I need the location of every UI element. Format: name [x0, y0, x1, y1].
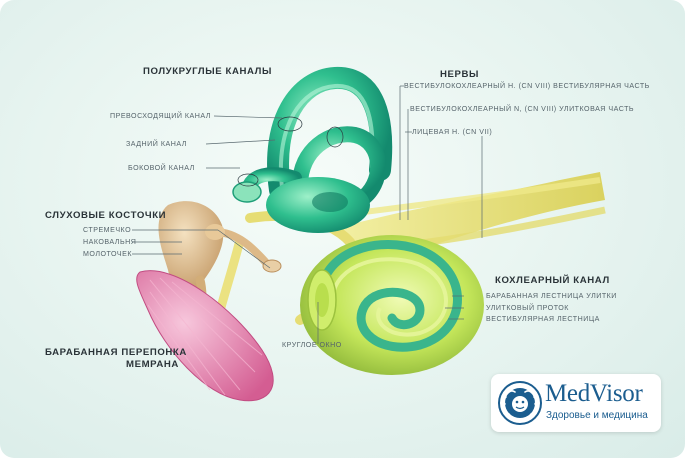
semicircular-canals-title: ПОЛУКРУГЛЫЕ КАНАЛЫ [143, 66, 272, 77]
brand-tagline: Здоровье и медицина [546, 410, 648, 421]
incus-label: НАКОВАЛЬНЯ [83, 238, 137, 246]
nerve-strand [339, 177, 601, 218]
medusa-emblem-icon [498, 381, 542, 425]
scala-vestibuli-label: ВЕСТИБУЛЯРНАЯ ЛЕСТНИЦА [486, 315, 600, 323]
posterior-canal-label: ЗАДНИЙ КАНАЛ [126, 140, 187, 148]
leader-lines [132, 85, 483, 344]
nerves-title: НЕРВЫ [440, 69, 480, 80]
cochlear-canal-title: КОХЛЕАРНЫЙ КАНАЛ [495, 275, 610, 286]
semicircular-canals-shape [232, 67, 393, 233]
lateral-canal-label: БОКОВОЙ КАНАЛ [128, 164, 195, 172]
cochlea-shape [300, 235, 484, 375]
cochlear-duct-label: УЛИТКОВЫЙ ПРОТОК [486, 304, 569, 312]
vestibular-nerve-label: ВЕСТИБУЛОКОХЛЕАРНЫЙ Н. (CN VIII) ВЕСТИБУ… [404, 82, 650, 90]
eardrum-title-line2: МЕМРАНА [126, 359, 179, 370]
facial-nerve-label: ЛИЦЕВАЯ Н. (CN VII) [412, 128, 493, 136]
round-window-label: КРУГЛОЕ ОКНО [282, 341, 342, 349]
medvisor-logo[interactable]: MedVisor Здоровье и медицина [491, 374, 661, 432]
cochlear-nerve-label: ВЕСТИБУЛОКОХЛЕАРНЫЙ N, (CN VIII) УЛИТКОВ… [410, 105, 635, 113]
superior-canal-label: ПРЕВОСХОДЯЩИЙ КАНАЛ [110, 112, 211, 120]
malleus-label: МОЛОТОЧЕК [83, 250, 132, 258]
scala-tympani-label: БАРАБАННАЯ ЛЕСТНИЦА УЛИТКИ [486, 292, 617, 300]
ossicles-title: СЛУХОВЫЕ КОСТОЧКИ [45, 210, 167, 221]
eardrum-shape [136, 270, 274, 402]
brand-name: MedVisor [545, 380, 643, 407]
eardrum-title-line1: БАРАБАННАЯ ПЕРЕПОНКА [45, 347, 187, 358]
stapes-label: СТРЕМЕЧКО [83, 226, 132, 234]
